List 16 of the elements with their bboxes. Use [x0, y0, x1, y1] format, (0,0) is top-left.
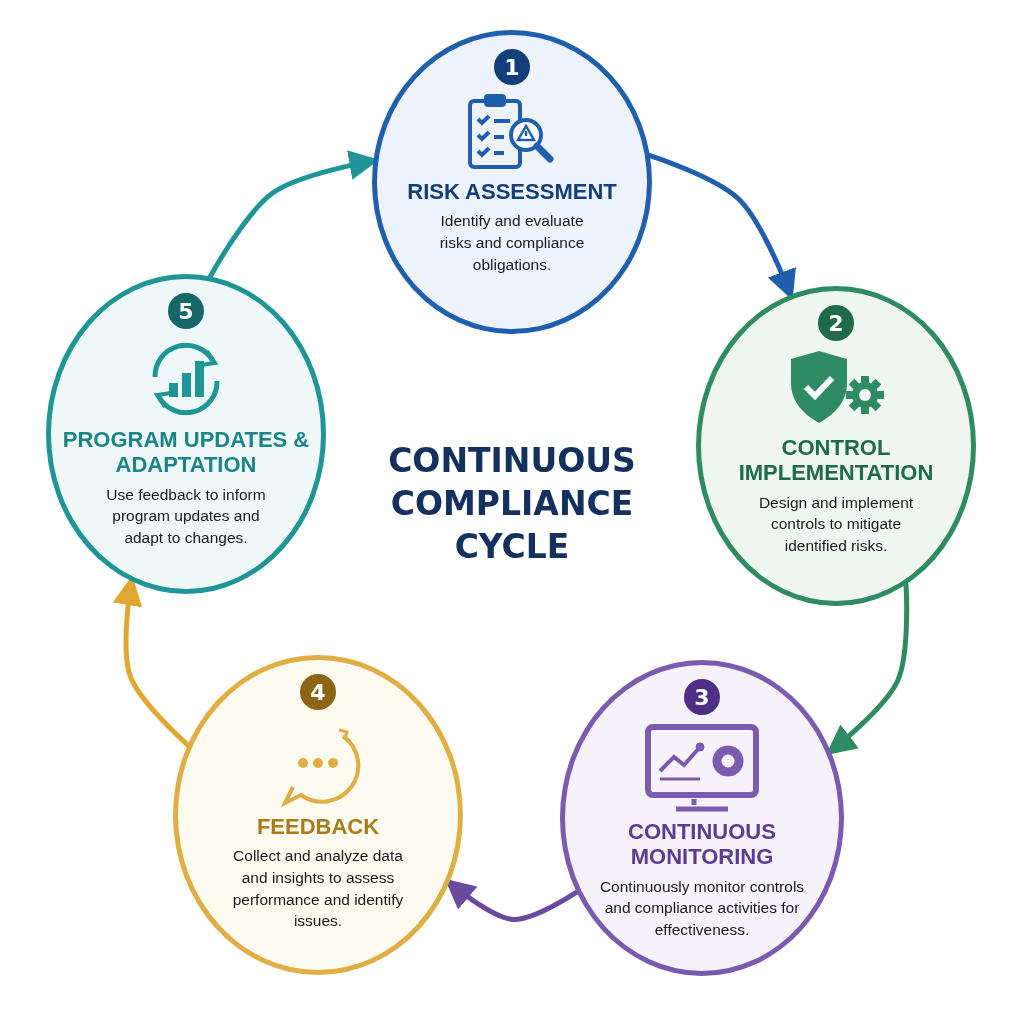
step-number: 3	[684, 679, 720, 715]
step-title: CONTROL IMPLEMENTATION	[737, 435, 935, 486]
step-number: 1	[494, 49, 530, 85]
step-description: Continuously monitor controls and compliance activities for effectiveness.	[598, 876, 806, 940]
step-title: RISK ASSESSMENT	[407, 179, 617, 205]
step-title: PROGRAM UPDATES & ADAPTATION	[61, 427, 311, 478]
step-number: 4	[300, 674, 336, 710]
step-description: Collect and analyze data and insights to assess performance and identify issues.	[231, 846, 405, 932]
step-title: CONTINUOUS MONITORING	[627, 819, 777, 870]
step-description: Design and implement controls to mitigate identified risks.	[757, 492, 915, 556]
step-number: 2	[818, 305, 854, 341]
step-number: 5	[168, 293, 204, 329]
step-description: Identify and evaluate risks and compliance obligations.	[438, 211, 586, 275]
diagram-title: CONTINUOUS COMPLIANCE CYCLE	[387, 440, 637, 568]
step-description: Use feedback to inform program updates and adapt to changes.	[105, 484, 267, 548]
step-title: FEEDBACK	[256, 814, 380, 840]
